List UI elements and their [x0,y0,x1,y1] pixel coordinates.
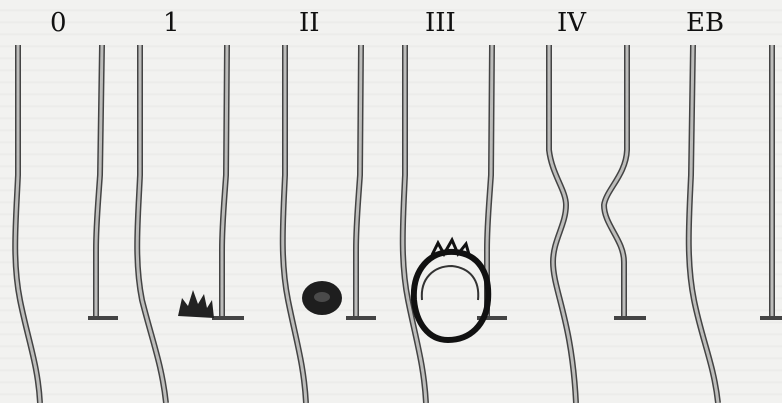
esophagus-tube-stage-iii [403,45,507,403]
tumor-stage-1 [178,290,214,318]
esophagus-tube-stage-1 [137,45,244,403]
esophagus-tube-stage-iv [549,45,646,403]
esophagus-tube-stage-0 [15,45,118,403]
esophagus-tube-stage-ii [283,45,376,403]
esophagus-tube-stage-eb [689,45,782,403]
